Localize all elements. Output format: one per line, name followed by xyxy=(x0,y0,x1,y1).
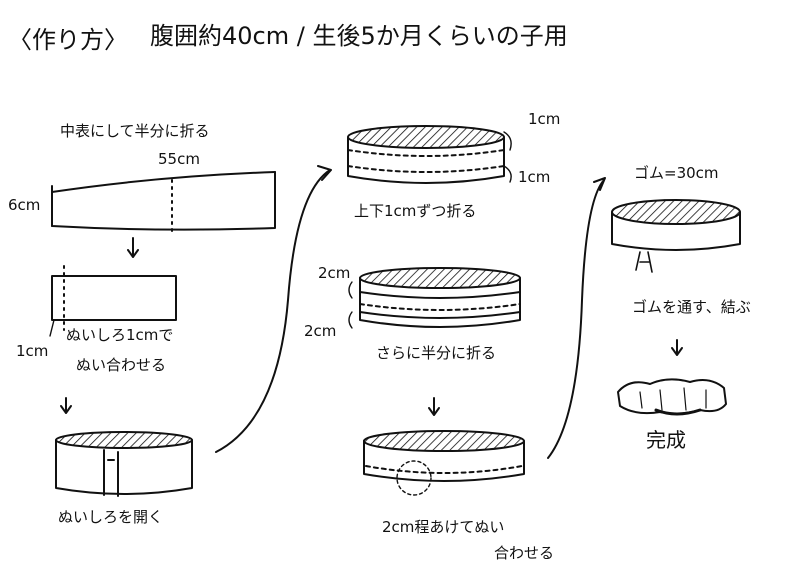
step1-caption: 中表にして半分に折る xyxy=(60,122,210,140)
arrow-down-3 xyxy=(428,397,440,416)
finished-band xyxy=(617,378,727,416)
step2-caption-1: ぬいしろ1cmで xyxy=(66,326,174,344)
strip-folded xyxy=(51,171,276,237)
step7-caption: ゴムを通す、結ぶ xyxy=(632,298,751,316)
step4-caption: 上下1cmずつ折る xyxy=(354,202,477,220)
arrow-down-1 xyxy=(127,237,139,258)
done-label: 完成 xyxy=(646,428,686,452)
seam-label: 1cm xyxy=(16,342,49,360)
ring-elastic xyxy=(611,199,741,273)
subtitle: 腹囲約40cm / 生後5か月くらいの子用 xyxy=(150,22,568,50)
strip-sewn xyxy=(49,265,177,337)
fold-top-label: 1cm xyxy=(528,110,561,128)
connector-arrow-1 xyxy=(215,165,332,453)
elastic-label: ゴム=30cm xyxy=(634,164,719,182)
fold2-top-label: 2cm xyxy=(318,264,351,282)
fold2-bottom-label: 2cm xyxy=(304,322,337,340)
arrow-down-2 xyxy=(60,397,72,414)
connector-arrow-2 xyxy=(547,177,606,459)
ring-sewn-gap xyxy=(363,430,525,496)
width-label: 55cm xyxy=(158,150,200,168)
title: 〈作り方〉 xyxy=(8,26,128,54)
ring-fold-half xyxy=(348,267,521,329)
ring-seam-open xyxy=(55,431,193,497)
step2-caption-2: ぬい合わせる xyxy=(76,356,167,374)
fold-bottom-label: 1cm xyxy=(518,168,551,186)
ring-fold-1cm xyxy=(347,125,512,184)
height-label: 6cm xyxy=(8,196,41,214)
step6-caption-1: 2cm程あけてぬい xyxy=(382,518,505,536)
step5-caption: さらに半分に折る xyxy=(376,344,497,362)
step6-caption-2: 合わせる xyxy=(494,544,555,562)
step3-caption: ぬいしろを開く xyxy=(58,508,164,526)
arrow-down-4 xyxy=(671,339,683,356)
